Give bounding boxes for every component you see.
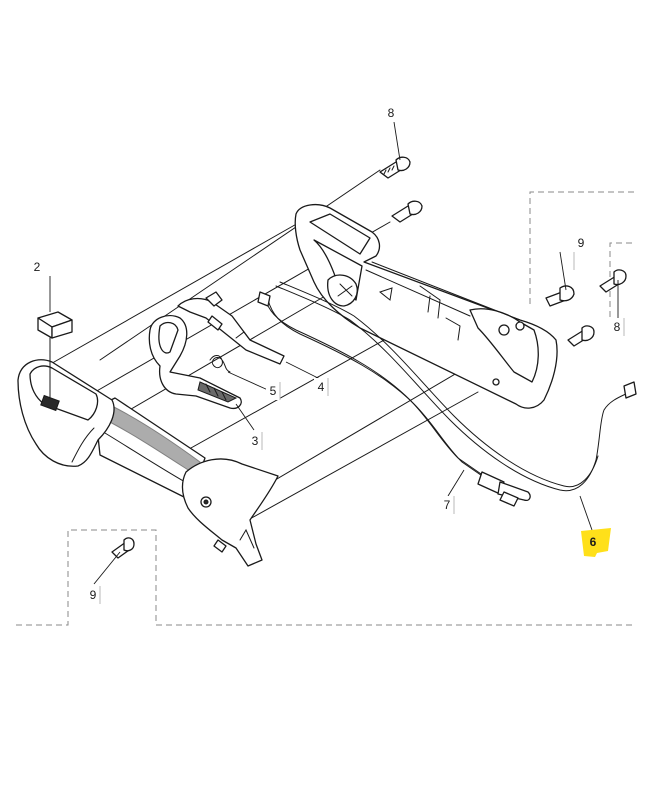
callout-8-right: 8: [610, 318, 624, 336]
callout-label: 6: [590, 535, 597, 549]
screw-9-right: [545, 285, 575, 307]
screw-8-mid: [391, 200, 423, 223]
callout-label: 3: [252, 434, 259, 448]
callout-6-highlighted: 6: [581, 528, 611, 557]
callout-5: 5: [266, 382, 280, 400]
spring-part: [209, 355, 231, 373]
screw-8-upper: [379, 156, 411, 179]
trigger-part: [177, 291, 285, 365]
callout-3: 3: [248, 432, 262, 450]
screw-9-left: [111, 537, 135, 559]
callout-2: 2: [30, 258, 44, 276]
callout-4: 4: [314, 378, 328, 396]
callout-label: 9: [90, 588, 97, 602]
screw-lower-right: [567, 325, 595, 347]
callout-9-lower: 9: [86, 586, 100, 604]
lever-part: [148, 315, 242, 410]
switch-part: [37, 311, 73, 399]
callout-label: 4: [318, 380, 325, 394]
callout-7: 7: [440, 496, 454, 514]
leader-lines: [49, 121, 619, 585]
upper-frame: [294, 203, 558, 409]
callout-label: 8: [388, 106, 395, 120]
callout-label: 9: [578, 236, 585, 250]
callout-8-upper: 8: [384, 104, 398, 122]
cable-7: [257, 291, 531, 507]
cable-6: [275, 281, 637, 492]
screw-8-right: [599, 269, 627, 293]
section-boundary-lines: [16, 191, 636, 626]
callout-label: 2: [34, 260, 41, 274]
bracket-housing: [181, 458, 279, 567]
callout-label: 8: [614, 320, 621, 334]
callout-label: 5: [270, 384, 277, 398]
callout-label: 7: [444, 498, 451, 512]
callout-9-upper: 9: [574, 234, 588, 252]
